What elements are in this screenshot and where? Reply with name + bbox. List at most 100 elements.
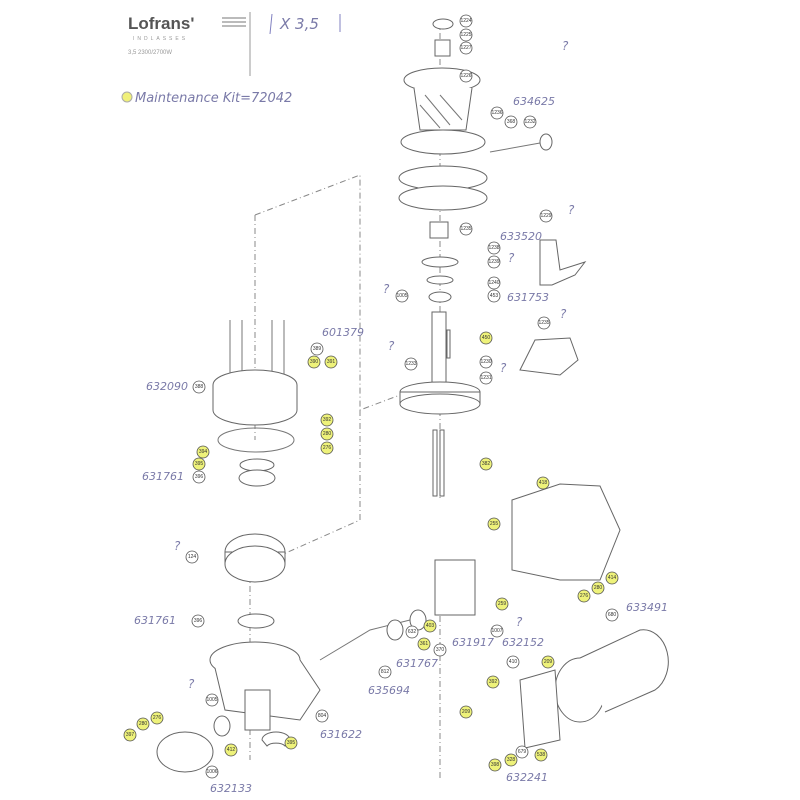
callout-circle [591,581,605,595]
callout-circle [495,597,509,611]
callout-circle [192,380,206,394]
callout-number: 414 [608,575,617,581]
callout-number: 392 [323,417,332,423]
part-number-group: 6346256335206317536013796320906317616317… [134,39,668,795]
callout-circle [487,289,501,303]
callout-circle [504,115,518,129]
callout-circle [479,331,493,345]
callout-388: 388 [192,380,206,394]
callout-368: 368 [504,115,518,129]
callout-circle [488,758,502,772]
callout-number: 259 [498,601,507,607]
callout-number: 388 [195,384,204,390]
callout-396: 396 [191,614,205,628]
part-number-633491: 633491 [626,601,668,614]
callout-number: 1236 [491,110,502,116]
callout-circle [205,693,219,707]
part-number-631753: 631753 [507,291,549,304]
callout-circle [490,106,504,120]
callout-circle [284,736,298,750]
callout-circle [405,625,419,639]
callout-circle [320,413,334,427]
callout-390: 390 [307,355,321,369]
callout-328: 328 [504,753,518,767]
part-number-635694: 635694 [368,684,410,697]
query-mark: ? [508,251,515,265]
callout-circle [515,745,529,759]
part-number-601379: 601379 [322,326,364,339]
callout-number: 1232 [524,119,535,125]
handle [489,133,553,153]
callout-circle [479,371,493,385]
query-mark: ? [500,361,507,375]
callout-1232: 1232 [523,115,537,129]
stripper-arm [519,239,587,376]
callout-number: 209 [462,709,471,715]
motor-1 [434,483,621,616]
callout-circle [192,457,206,471]
brand-logo: Lofrans' [128,14,194,33]
callout-1224: 1224 [459,14,473,28]
callout-number: 1005 [396,293,407,299]
callout-number: 328 [507,757,516,763]
callout-number: 1240 [488,280,499,286]
callout-number: 398 [491,762,500,768]
callout-number: 410 [509,659,518,665]
callout-number: 538 [537,752,546,758]
part-number-631622: 631622 [320,728,362,741]
part-number-633520: 633520 [500,230,542,243]
callout-circle [605,571,619,585]
callout-circle [150,711,164,725]
callout-number: 679 [518,749,527,755]
callout-circle [459,41,473,55]
callout-circle [479,457,493,471]
callout-circle [537,316,551,330]
callout-280: 280 [320,427,334,441]
callout-number: 255 [490,521,499,527]
callout-389: 389 [310,342,324,356]
capstan-drum [398,18,488,211]
callout-395: 395 [192,457,206,471]
multiplier-note: X 3,5 [279,15,319,33]
callout-1240: 1240 [487,276,501,290]
callout-453: 453 [487,289,501,303]
callout-circle [196,445,210,459]
callout-circle [433,643,447,657]
callout-circle [417,637,431,651]
motor-2 [519,629,669,749]
callout-395: 395 [284,736,298,750]
part-number-632133: 632133 [210,782,252,795]
callout-394: 394 [196,445,210,459]
callout-number: 390 [310,359,319,365]
callout-number: 453 [490,293,499,299]
callout-circle [310,342,324,356]
callout-1226: 1226 [459,69,473,83]
callout-450: 450 [479,331,493,345]
callout-680: 680 [605,608,619,622]
callout-1005: 1005 [395,289,409,303]
part-number-634625: 634625 [513,95,555,108]
callout-number: 632 [408,629,417,635]
callout-number: 280 [594,585,603,591]
callout-280: 280 [136,717,150,731]
query-mark: ? [568,203,575,217]
part-number-631767: 631767 [396,657,438,670]
callout-circle [123,728,137,742]
callout-number: 1230 [480,359,491,365]
part-number-631761: 631761 [142,470,184,483]
callout-209: 209 [541,655,555,669]
callout-circle [320,427,334,441]
callout-679: 679 [515,745,529,759]
callout-circle [192,470,206,484]
callout-circle [185,550,199,564]
callout-number: 276 [323,445,332,451]
callout-circle [479,355,493,369]
callout-804: 804 [315,709,329,723]
callout-414: 414 [605,571,619,585]
callout-circle [307,355,321,369]
callout-circle [315,709,329,723]
callout-number: 280 [323,431,332,437]
callout-number: 391 [327,359,336,365]
callout-1225: 1225 [459,28,473,42]
